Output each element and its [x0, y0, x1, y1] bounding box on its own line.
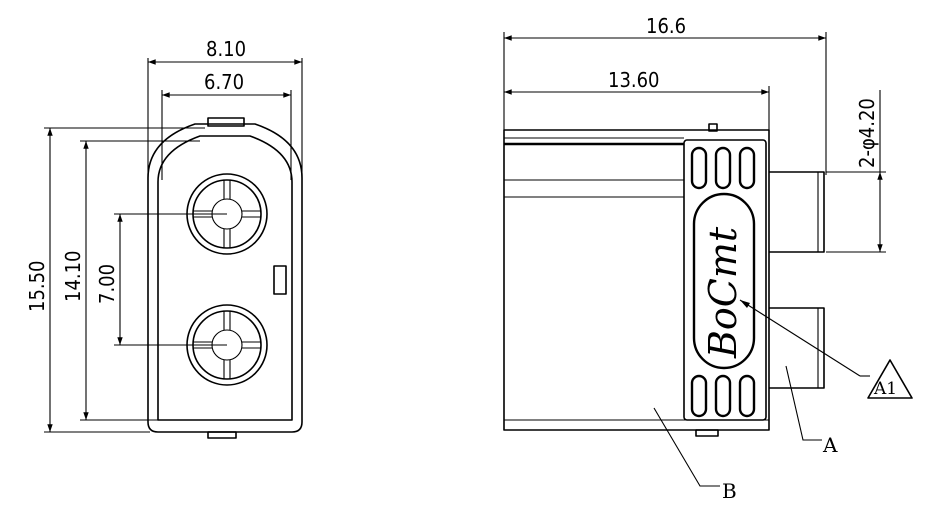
dim-width-inner: 6.70	[161, 70, 292, 180]
dim-width-inner-label: 6.70	[204, 70, 244, 94]
dim-pin-diameter: 2-φ4.20	[826, 90, 886, 253]
side-grip-panel	[683, 139, 767, 421]
dim-length-overall-label: 16.6	[646, 14, 686, 38]
front-bottom-tab	[207, 431, 237, 439]
side-bottom-nub	[695, 429, 719, 437]
side-view: BoCmt 16.6 13.60 2-φ4.20 A1	[503, 14, 913, 503]
side-logo-badge	[692, 192, 756, 370]
dim-width-outer-label: 8.10	[206, 37, 246, 61]
dim-length-overall: 16.6	[503, 14, 827, 175]
callout-a-label: A	[822, 433, 838, 457]
callout-a1-label: A1	[873, 379, 897, 399]
front-socket-top	[186, 173, 268, 255]
front-view: 8.10 6.70 15.50 14.10 7.00	[25, 37, 303, 439]
side-logo-text: BoCmt	[701, 226, 745, 359]
side-pin-top	[767, 171, 825, 253]
dim-pin-pitch: 7.00	[95, 213, 227, 346]
dim-height-inner-label: 14.10	[61, 251, 85, 303]
dim-height-outer-label: 15.50	[25, 261, 49, 313]
callout-a1: A1	[739, 299, 913, 399]
dim-height-inner: 14.10	[61, 140, 200, 421]
callout-b: B	[653, 407, 737, 503]
dim-length-body-label: 13.60	[608, 68, 660, 92]
callout-b-label: B	[722, 479, 737, 503]
dim-pin-pitch-label: 7.00	[95, 264, 119, 304]
front-housing-outer	[147, 123, 303, 433]
dim-length-body: 13.60	[503, 68, 770, 130]
callout-a: A	[785, 365, 838, 457]
front-top-key	[207, 117, 245, 127]
side-top-nub	[708, 123, 718, 132]
dim-width-outer: 8.10	[147, 37, 303, 180]
front-latch	[273, 265, 287, 295]
dim-height-outer: 15.50	[25, 127, 205, 433]
front-housing-inner	[157, 135, 293, 421]
dim-pin-diameter-label: 2-φ4.20	[855, 98, 879, 168]
